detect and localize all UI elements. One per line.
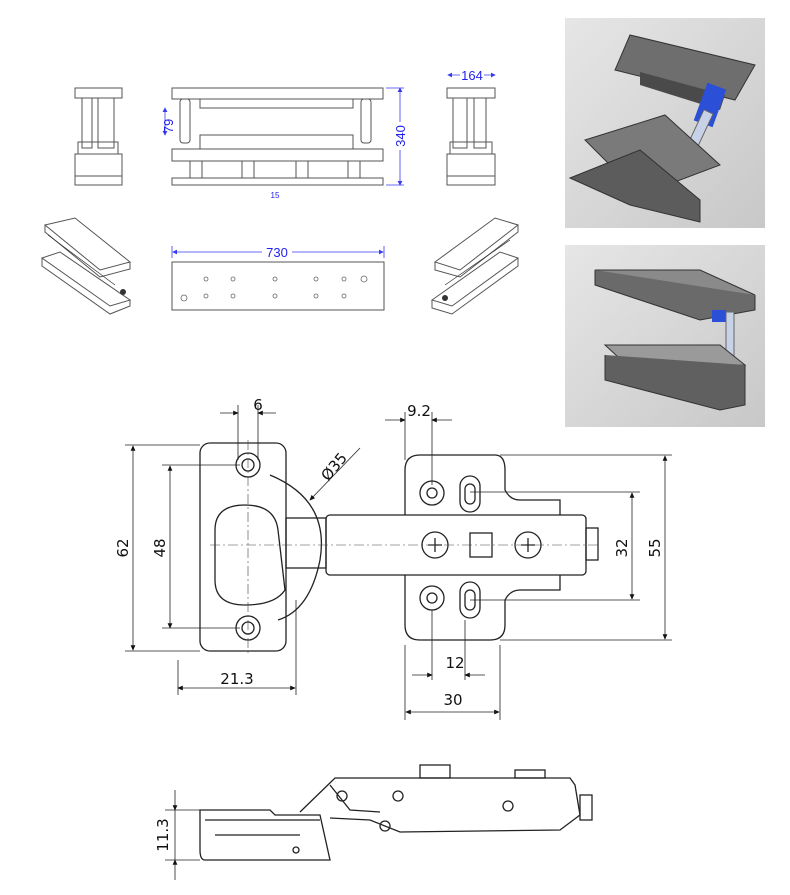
hinge-side-view: 11.3	[154, 764, 593, 880]
note-label: 15	[271, 191, 280, 200]
dim-cup-depth: 11.3	[154, 818, 172, 851]
mold-iso-left	[40, 217, 132, 315]
dim-length: 730	[266, 245, 288, 260]
dim-plate-offset: 9.2	[407, 402, 431, 420]
dim-height: 340	[393, 125, 408, 147]
dim-hole-offset: 6	[253, 396, 263, 414]
mold-top-plate-view: 730	[171, 244, 385, 311]
hinge-top-view: 62 48 6 9.2 Ø35 55 32 21.3 12 30	[114, 396, 672, 720]
render-open-mold	[565, 18, 765, 228]
mold-right-view: 164	[446, 67, 496, 186]
dim-slot-spacing: 12	[445, 654, 464, 672]
mold-left-view	[74, 87, 123, 186]
dim-die-gap: 79	[161, 119, 176, 133]
dim-mount-plate-height: 55	[646, 538, 664, 557]
dim-mount-plate-width: 30	[443, 691, 462, 709]
mold-front-view: 79 340 15	[161, 87, 408, 200]
dim-plate-height: 62	[114, 538, 132, 557]
mold-iso-right	[430, 217, 520, 315]
dim-cup-offset: 21.3	[220, 670, 253, 688]
dim-mount-hole-spacing: 32	[613, 538, 631, 557]
dim-hole-spacing: 48	[151, 538, 169, 557]
render-closed-mold	[565, 245, 765, 427]
dim-cup-diameter: Ø35	[317, 449, 351, 484]
dim-width-side: 164	[461, 68, 483, 83]
